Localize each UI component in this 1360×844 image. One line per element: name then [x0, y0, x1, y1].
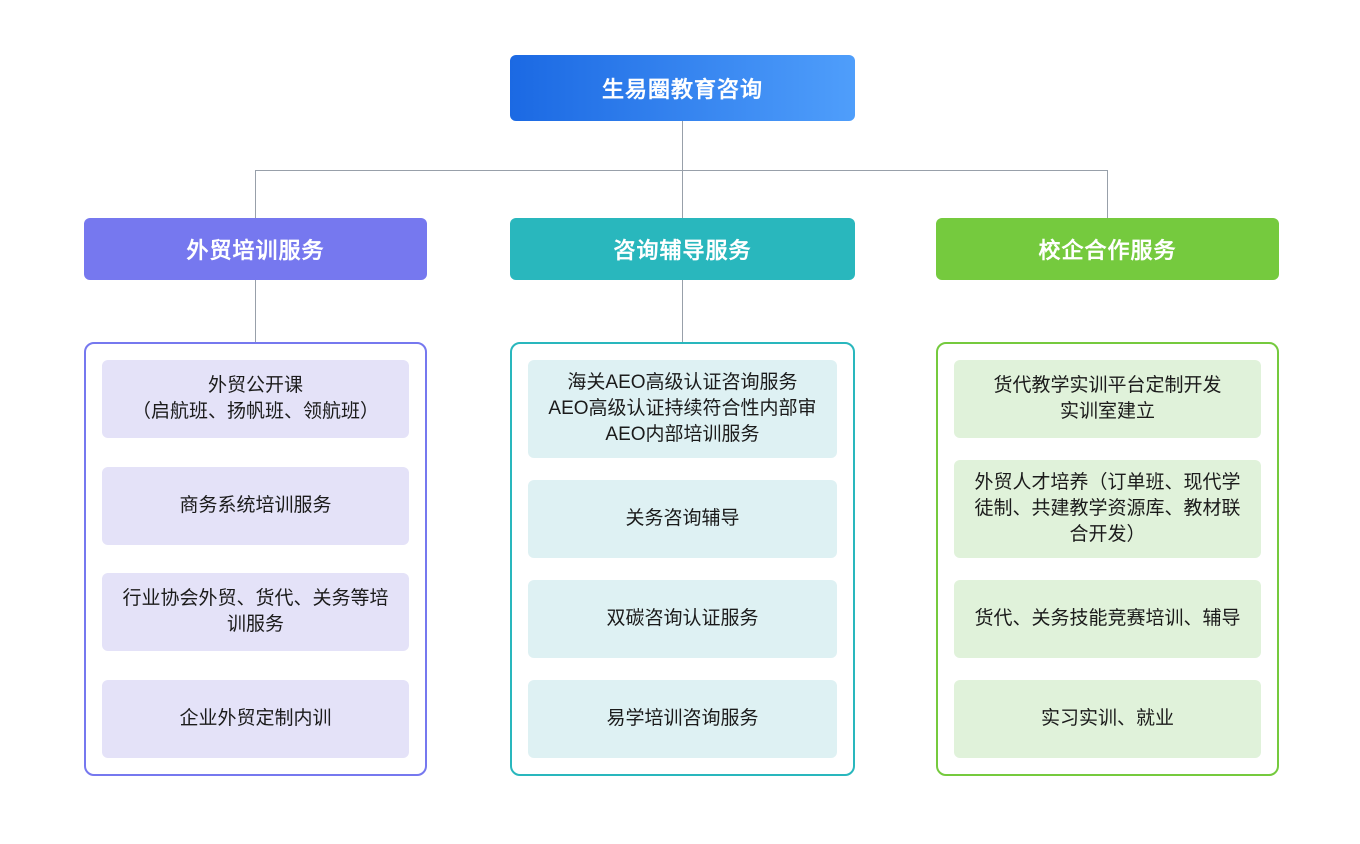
connector-middle-header-to-panel [682, 280, 683, 342]
panel-item: 关务咨询辅导 [528, 480, 837, 558]
branch-header-school-enterprise: 校企合作服务 [936, 218, 1279, 280]
branch-header-label: 外贸培训服务 [186, 238, 325, 263]
connector-left-header-to-panel [255, 280, 256, 342]
panel-item: 双碳咨询认证服务 [528, 580, 837, 658]
panel-consulting: 海关AEO高级认证咨询服务 AEO高级认证持续符合性内部审 AEO内部培训服务 … [510, 342, 855, 776]
connector-root-down [682, 121, 683, 170]
connector-drop-right [1107, 170, 1108, 218]
connector-drop-middle [682, 170, 683, 218]
root-node-label: 生易圈教育咨询 [601, 77, 763, 102]
branch-header-consulting: 咨询辅导服务 [510, 218, 855, 280]
panel-item: 货代、关务技能竞赛培训、辅导 [954, 580, 1261, 658]
panel-item: 企业外贸定制内训 [102, 679, 409, 758]
panel-item: 行业协会外贸、货代、关务等培 训服务 [102, 573, 409, 652]
panel-item: 商务系统培训服务 [102, 466, 409, 545]
connector-drop-left [255, 170, 256, 218]
panel-school-enterprise: 货代教学实训平台定制开发 实训室建立 外贸人才培养（订单班、现代学 徒制、共建教… [936, 342, 1279, 776]
panel-item: 易学培训咨询服务 [528, 680, 837, 758]
panel-item: 实习实训、就业 [954, 680, 1261, 758]
connector-horizontal [255, 170, 1108, 171]
branch-header-label: 咨询辅导服务 [613, 238, 752, 263]
branch-header-label: 校企合作服务 [1038, 238, 1177, 263]
panel-item: 海关AEO高级认证咨询服务 AEO高级认证持续符合性内部审 AEO内部培训服务 [528, 360, 837, 458]
panel-trade-training: 外贸公开课 （启航班、扬帆班、领航班） 商务系统培训服务 行业协会外贸、货代、关… [84, 342, 427, 776]
root-node: 生易圈教育咨询 [510, 55, 855, 121]
panel-item: 货代教学实训平台定制开发 实训室建立 [954, 360, 1261, 438]
panel-item: 外贸公开课 （启航班、扬帆班、领航班） [102, 360, 409, 438]
panel-item: 外贸人才培养（订单班、现代学 徒制、共建教学资源库、教材联 合开发） [954, 460, 1261, 558]
branch-header-trade-training: 外贸培训服务 [84, 218, 427, 280]
